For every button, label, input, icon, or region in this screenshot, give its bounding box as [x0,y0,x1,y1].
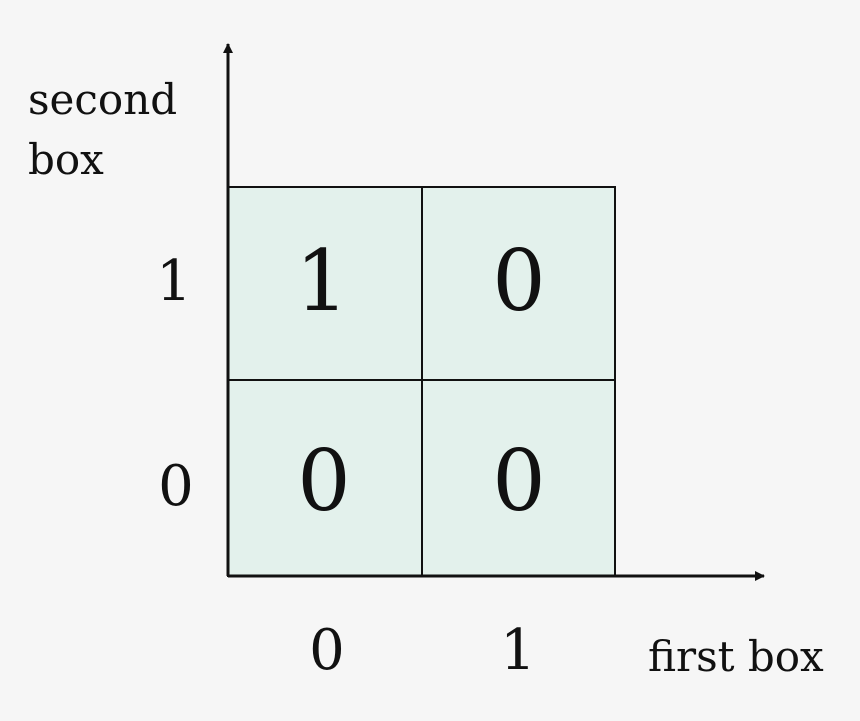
cell-first1-second1 [422,187,615,380]
y-tick-1: 1 [156,249,192,314]
y-axis-title-line1: second [28,75,177,124]
cell-value-first0-second0: 0 [297,432,350,530]
x-tick-1: 1 [500,618,536,683]
cell-first0-second1 [228,187,422,380]
x-tick-0: 0 [309,618,345,683]
cell-value-first1-second1: 0 [492,232,545,330]
cell-first1-second0 [422,380,615,576]
cell-first0-second0 [228,380,422,576]
cell-value-first1-second0: 0 [492,432,545,530]
cell-value-first0-second1: 1 [295,232,348,330]
y-tick-0: 0 [158,454,194,519]
y-axis-title-line2: box [28,135,104,184]
x-axis-title: first box [648,632,824,681]
